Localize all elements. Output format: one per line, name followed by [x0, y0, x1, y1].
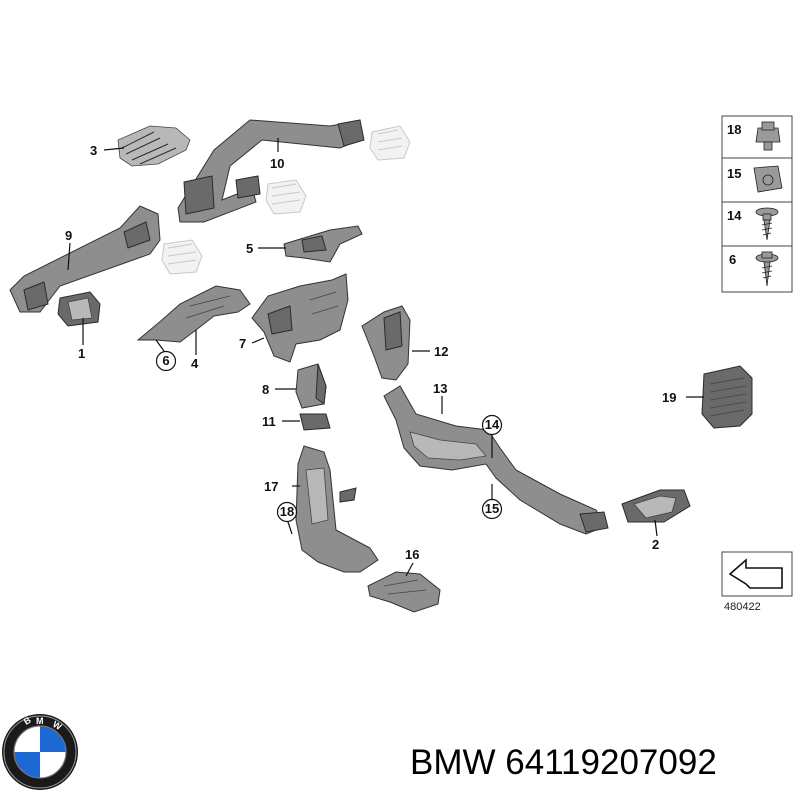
- ghost-vent-left: [161, 239, 203, 275]
- part-5-bracket: [283, 225, 363, 263]
- callout-3: 3: [90, 143, 97, 158]
- flange-screw-icon: [755, 207, 779, 241]
- callout-4: 4: [191, 356, 199, 371]
- bmw-logo: B M W: [2, 714, 78, 790]
- ghost-vent-middle: [265, 179, 307, 215]
- part-1-small-vent: [57, 291, 101, 327]
- callout-2: 2: [652, 537, 659, 552]
- part-8-block: [295, 363, 327, 409]
- callout-1: 1: [78, 346, 85, 361]
- washer-screw-icon: [755, 251, 779, 287]
- cage-nut-icon: [753, 165, 783, 193]
- callouts: 3 10 9 5 1 4 7 12 8 13 11 17 16 2 19 14 …: [65, 143, 676, 562]
- callout-16: 16: [405, 547, 419, 562]
- part-13-floor-duct: [383, 385, 609, 535]
- callout-18: 18: [280, 504, 294, 519]
- reference-code: 480422: [724, 601, 761, 613]
- callout-8: 8: [262, 382, 269, 397]
- part-19-grille: [701, 365, 753, 429]
- legend-label-14: 14: [727, 208, 742, 223]
- legend-label-18: 18: [727, 122, 741, 137]
- callout-14: 14: [485, 417, 500, 432]
- callout-6: 6: [162, 353, 169, 368]
- callout-7: 7: [239, 336, 246, 351]
- part-10-main-duct: [177, 119, 365, 223]
- fastener-legend: 18 15 14 6: [721, 115, 793, 293]
- part-9-left-duct: [9, 205, 161, 313]
- callout-6-circled: 6: [155, 350, 177, 372]
- svg-text:M: M: [36, 716, 44, 726]
- callout-18-circled: 18: [276, 501, 298, 523]
- callout-14-circled: 14: [481, 414, 503, 436]
- part-16-guide: [367, 571, 441, 613]
- part-number-caption: BMW 64119207092: [410, 743, 717, 782]
- clip-nut-icon: [755, 121, 781, 151]
- part-3-grille: [117, 125, 191, 167]
- orientation-reference: 480422: [721, 551, 793, 613]
- part-7-bracket: [251, 273, 349, 363]
- callout-12: 12: [434, 344, 448, 359]
- callout-9: 9: [65, 228, 72, 243]
- legend-label-15: 15: [727, 166, 741, 181]
- callout-11: 11: [262, 414, 276, 429]
- legend-label-6: 6: [729, 252, 736, 267]
- callout-15: 15: [485, 501, 499, 516]
- leader-lines: [67, 138, 704, 577]
- callout-19: 19: [662, 390, 676, 405]
- callout-15-circled: 15: [481, 498, 503, 520]
- ghost-vent-top-right: [369, 125, 411, 161]
- part-2-vent: [621, 489, 691, 523]
- part-4-curved-duct: [136, 285, 251, 343]
- svg-text:B: B: [22, 715, 33, 727]
- callout-5: 5: [246, 241, 253, 256]
- part-17-rear-duct: [295, 445, 379, 573]
- callout-10: 10: [270, 156, 284, 171]
- direction-arrow-icon: [728, 558, 783, 589]
- callout-17: 17: [264, 479, 278, 494]
- part-11-pad: [299, 413, 331, 431]
- part-12-air-guide: [361, 305, 411, 381]
- callout-13: 13: [433, 381, 447, 396]
